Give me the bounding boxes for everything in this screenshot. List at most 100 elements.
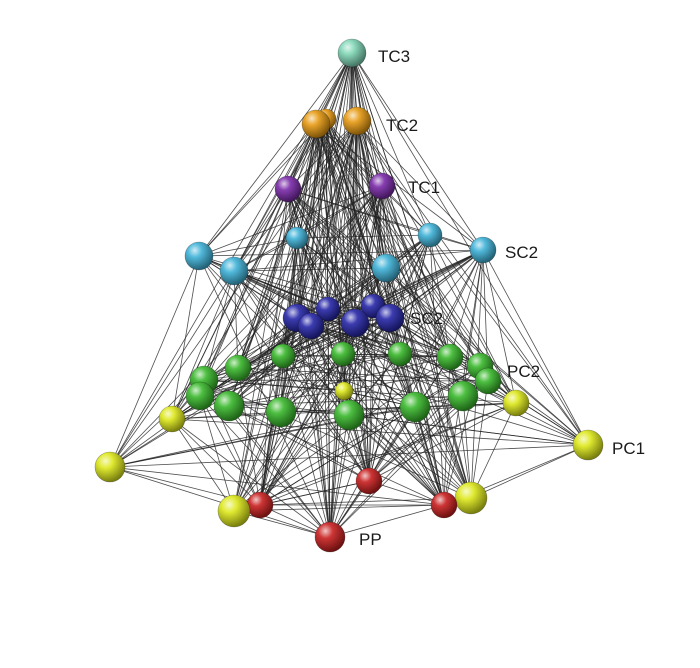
node-pc-yellow xyxy=(572,429,604,461)
label-pc1: PC1 xyxy=(612,439,645,458)
label-tc1: TC1 xyxy=(408,178,440,197)
network-edge xyxy=(329,249,484,538)
network-edge xyxy=(351,52,484,251)
network-edge xyxy=(443,356,451,506)
network-edge xyxy=(429,234,517,404)
network-edge xyxy=(351,52,589,446)
network-edge xyxy=(259,305,374,506)
network-edge xyxy=(356,120,391,319)
network-edge xyxy=(233,123,317,272)
network-edge xyxy=(203,118,327,381)
network-edge xyxy=(482,249,517,404)
node-pc-green xyxy=(333,399,365,431)
node-pc-green xyxy=(474,367,502,395)
network-edge xyxy=(385,267,472,499)
node-sc-dark xyxy=(340,308,370,338)
network-edge xyxy=(487,380,589,446)
network-edge xyxy=(282,355,451,358)
network-edge xyxy=(348,414,472,499)
network-edge xyxy=(109,185,383,468)
label-tc3: TC3 xyxy=(378,47,410,66)
network-edge xyxy=(296,237,445,506)
network-edge xyxy=(198,185,383,257)
network-edge xyxy=(381,185,489,382)
network-edge xyxy=(327,308,589,446)
network-edge xyxy=(228,405,331,538)
node-pc-green xyxy=(265,396,297,428)
network-edge xyxy=(368,480,445,506)
network-edge xyxy=(233,188,289,512)
label-sc2-upper: SC2 xyxy=(505,243,538,262)
network-edge xyxy=(233,249,484,272)
network-edge xyxy=(282,355,445,506)
network-edge xyxy=(233,270,370,482)
network-edge xyxy=(287,188,387,269)
network-edge xyxy=(443,249,484,506)
network-edge xyxy=(259,52,353,506)
network-edge xyxy=(198,123,317,257)
network-edge xyxy=(329,234,431,538)
label-sc2-lower: SC2 xyxy=(410,309,443,328)
network-edge xyxy=(368,249,484,482)
network-edge xyxy=(315,123,374,307)
network-edge xyxy=(228,405,445,506)
label-tc2: TC2 xyxy=(386,116,418,135)
node-sc-light xyxy=(469,236,497,264)
node-pc-yellow xyxy=(158,405,186,433)
network-edge xyxy=(198,118,327,257)
network-edge xyxy=(351,52,464,397)
node-pc-green xyxy=(270,343,296,369)
network-edge xyxy=(356,120,517,404)
network-edge xyxy=(343,390,472,499)
network-edge xyxy=(287,120,358,190)
network-edge xyxy=(329,504,445,538)
network-edge xyxy=(296,237,356,324)
network-edge xyxy=(171,255,200,420)
node-sc-light xyxy=(184,241,214,271)
network-edge xyxy=(233,185,383,272)
network-edge xyxy=(282,355,416,408)
network-edge xyxy=(343,365,481,392)
network-edge xyxy=(171,418,235,512)
network-edge xyxy=(259,234,431,506)
network-edge xyxy=(296,237,329,310)
network-edge xyxy=(385,267,481,367)
network-edge xyxy=(325,118,356,324)
network-edge xyxy=(470,380,489,499)
network-edge xyxy=(199,353,401,397)
network-edge xyxy=(368,402,517,482)
network-edge xyxy=(282,355,331,538)
network-edge xyxy=(233,267,387,272)
network-edge xyxy=(329,356,451,538)
network-edge xyxy=(356,120,431,236)
network-edge xyxy=(325,118,481,367)
network-edge xyxy=(429,234,451,358)
node-pc-green xyxy=(387,341,413,367)
network-edge xyxy=(482,249,589,446)
node-pc-green xyxy=(213,390,245,422)
network-edge xyxy=(470,444,589,499)
node-pc-green xyxy=(185,381,215,411)
network-edge xyxy=(199,395,261,506)
network-edge xyxy=(233,510,331,538)
network-edge xyxy=(280,317,391,413)
network-edge xyxy=(327,120,358,310)
network-edge xyxy=(233,270,239,369)
network-edge xyxy=(348,414,445,506)
network-edge xyxy=(109,444,589,468)
network-edge xyxy=(109,255,200,468)
network-edge xyxy=(199,188,289,397)
network-edge xyxy=(199,395,589,446)
node-pc-yellow xyxy=(217,494,251,528)
network-edge xyxy=(198,249,484,257)
label-pp: PP xyxy=(359,530,382,549)
network-edge xyxy=(282,355,370,482)
node-pc-green xyxy=(399,391,431,423)
network-edge xyxy=(109,355,284,468)
node-sc-light xyxy=(285,226,309,250)
node-sc-light xyxy=(417,222,443,248)
network-edge xyxy=(429,234,445,506)
node-sc-light xyxy=(219,256,249,286)
network-edge xyxy=(342,353,445,506)
